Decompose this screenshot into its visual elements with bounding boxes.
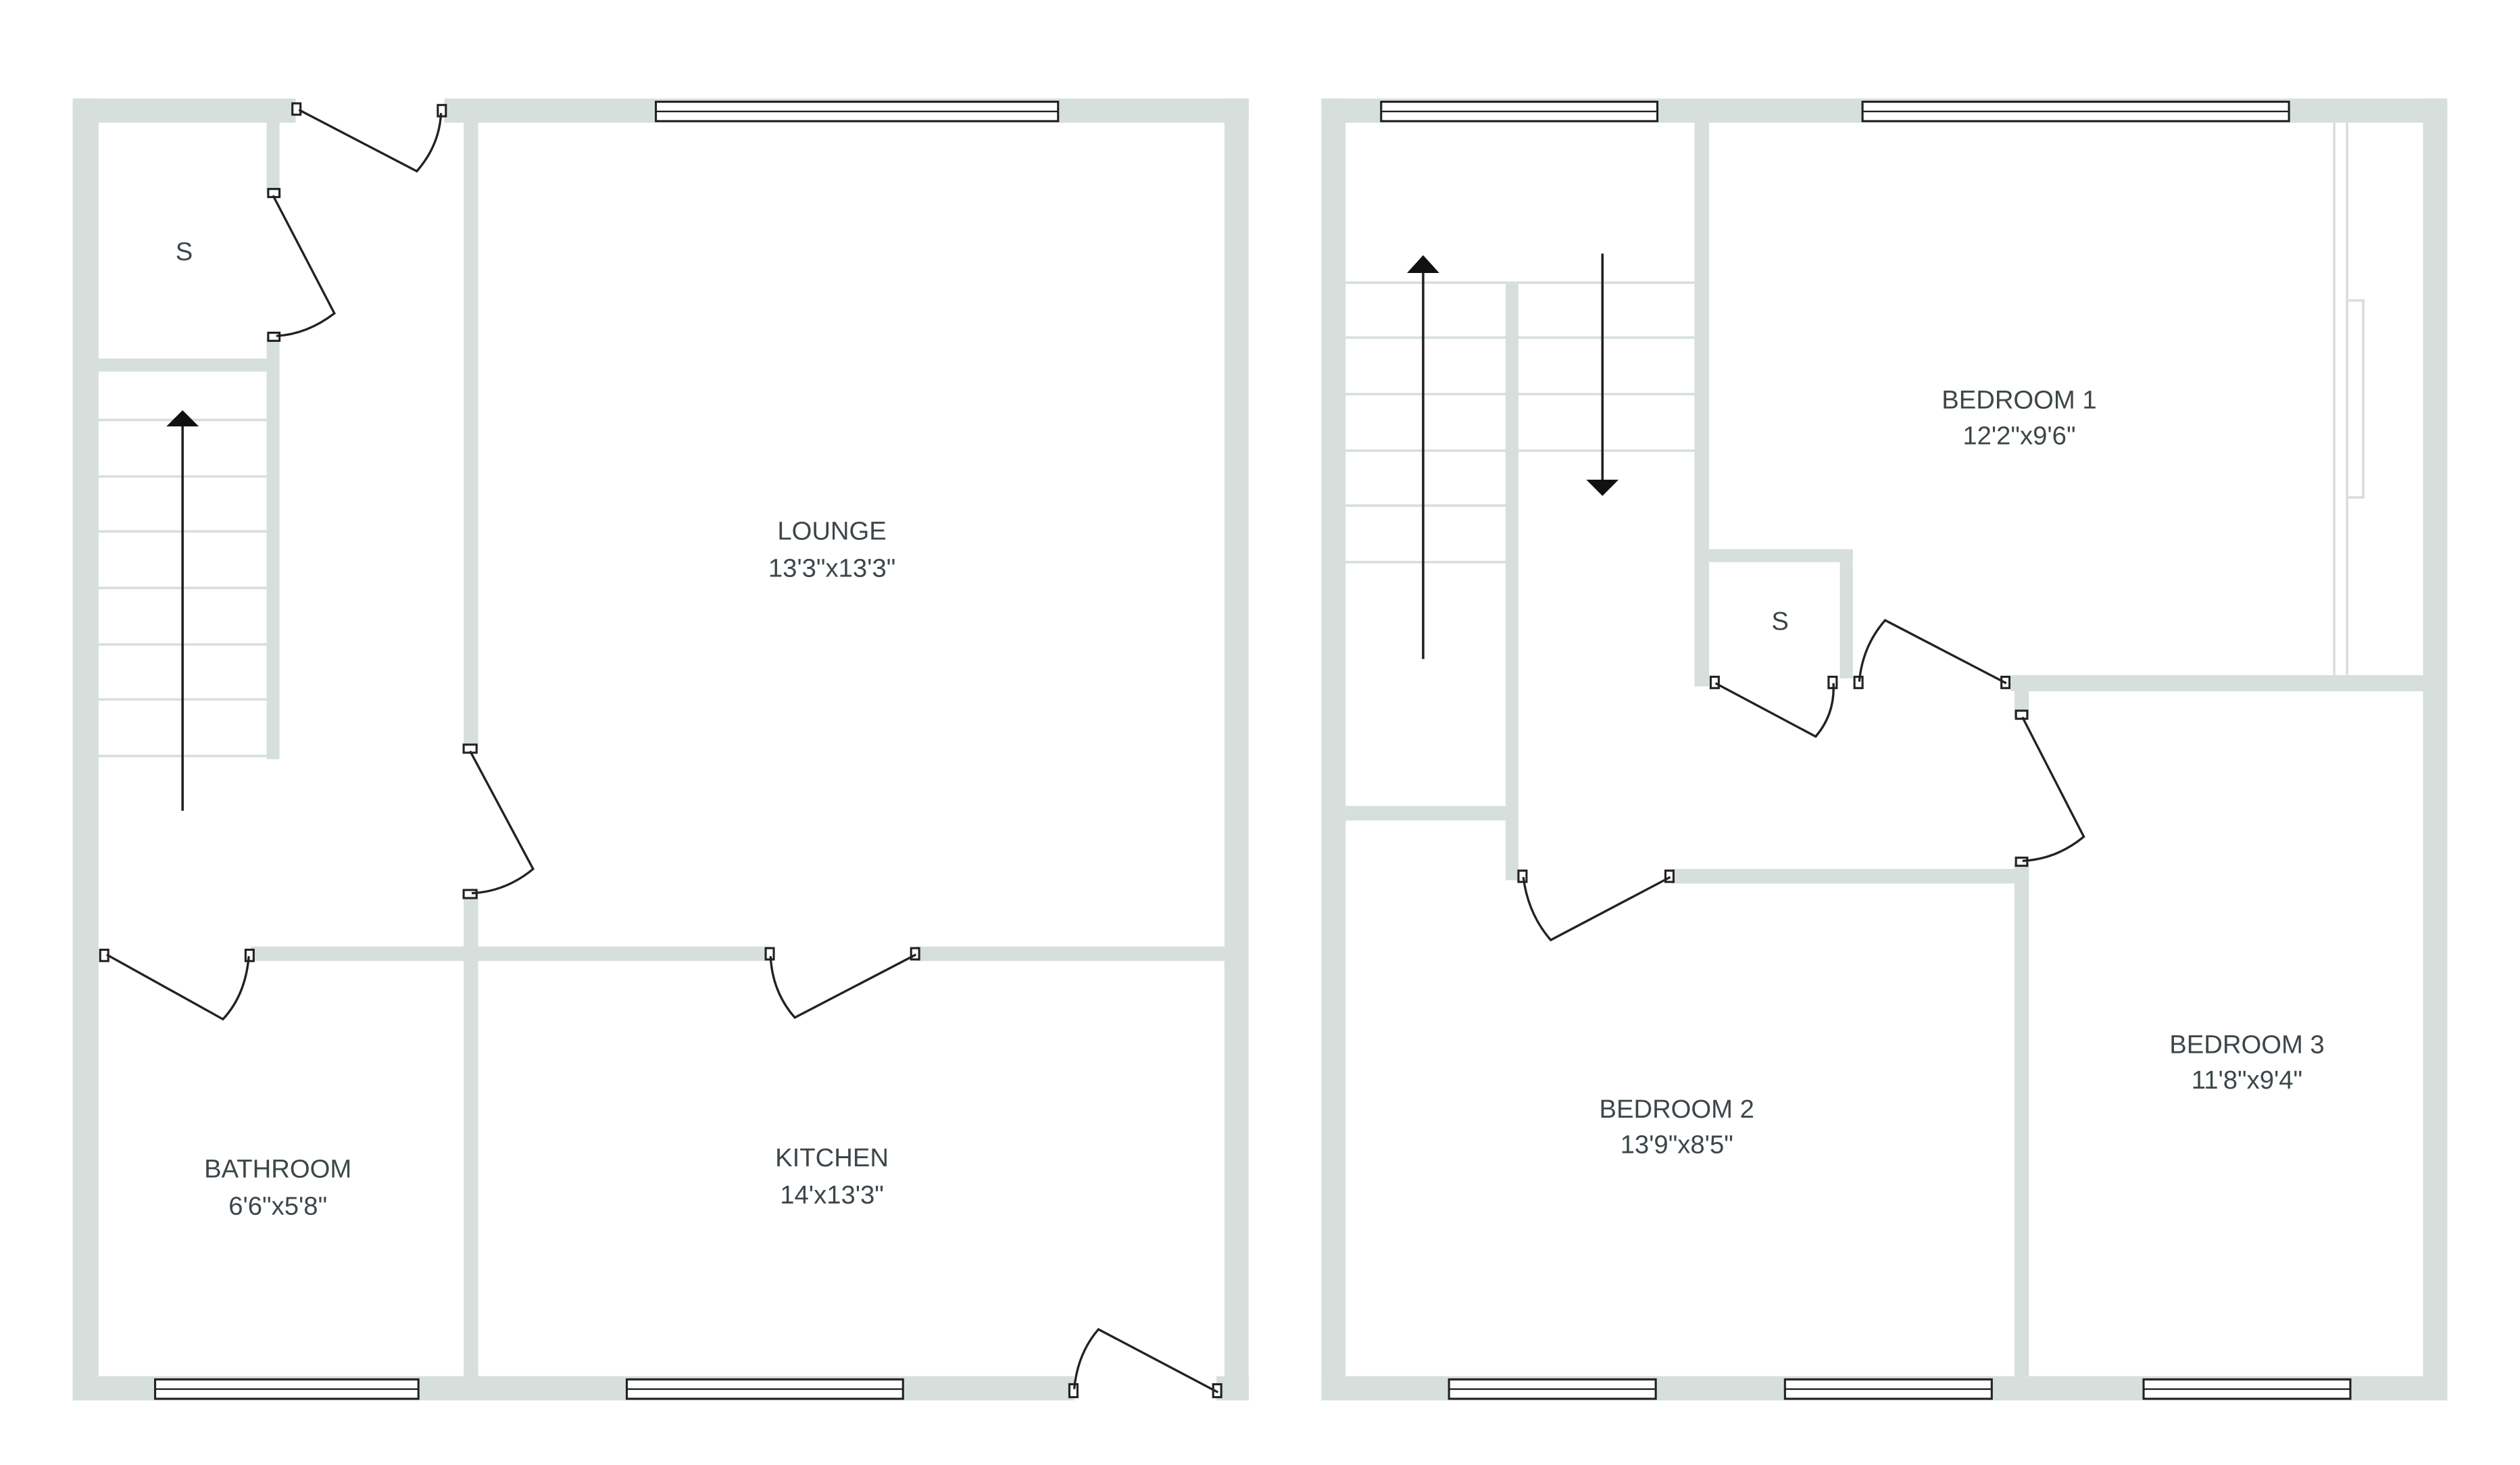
- door: [764, 947, 920, 1019]
- door: [1068, 1328, 1222, 1399]
- storage-label: S: [176, 237, 193, 266]
- door: [1709, 675, 1838, 739]
- wall: [1224, 98, 1249, 1401]
- wall: [2014, 675, 2029, 718]
- wall: [266, 122, 280, 194]
- door: [99, 948, 255, 1021]
- room-name-bedroom-2: BEDROOM 2: [1599, 1095, 1754, 1124]
- wall: [916, 946, 1225, 962]
- ground-floor-plan: S LOUNGE 13'3"x13'3" KITCHEN 14'x13'3" B…: [72, 98, 1249, 1401]
- wall: [1345, 805, 1506, 821]
- door: [1853, 618, 2011, 689]
- room-size-bathroom: 6'6"x5'8": [228, 1192, 327, 1221]
- staircase: [98, 410, 267, 811]
- wall: [1505, 282, 1518, 880]
- room-name-bedroom-1: BEDROOM 1: [1942, 386, 2096, 415]
- wall: [1839, 562, 1853, 678]
- wall: [1672, 868, 2029, 884]
- wall: [464, 893, 478, 1376]
- room-name-bedroom-3: BEDROOM 3: [2169, 1030, 2324, 1059]
- wall: [266, 337, 280, 760]
- room-name-bathroom: BATHROOM: [204, 1155, 351, 1184]
- wall: [1709, 549, 1853, 562]
- staircase: [1345, 253, 1695, 660]
- door: [2015, 710, 2085, 867]
- door: [1517, 869, 1675, 942]
- room-name-lounge: LOUNGE: [777, 516, 886, 545]
- room-size-lounge: 13'3"x13'3": [768, 553, 895, 582]
- door: [291, 102, 447, 173]
- wall: [1694, 122, 1710, 687]
- wall: [2423, 98, 2448, 1401]
- wardrobe: [2333, 122, 2365, 676]
- door: [462, 743, 535, 899]
- wall: [2010, 675, 2423, 692]
- wall: [72, 98, 296, 123]
- storage-label: S: [1771, 607, 1789, 636]
- room-size-bedroom-1: 12'2"x9'6": [1962, 421, 2075, 450]
- room-size-bedroom-2: 13'9"x8'5": [1621, 1131, 1733, 1160]
- room-name-kitchen: KITCHEN: [775, 1143, 889, 1172]
- room-size-kitchen: 14'x13'3": [780, 1181, 884, 1210]
- wall: [250, 946, 771, 962]
- wall: [1321, 98, 1346, 1401]
- wall: [2014, 864, 2029, 1376]
- first-floor-plan: S BEDROOM 1 12'2"x9'6" BEDROOM 2 13'9"x8…: [1321, 98, 2448, 1401]
- door: [267, 188, 336, 342]
- wall: [98, 358, 267, 372]
- wall: [464, 122, 478, 748]
- wall: [72, 98, 99, 1401]
- room-size-bedroom-3: 11'8"x9'4": [2192, 1066, 2302, 1095]
